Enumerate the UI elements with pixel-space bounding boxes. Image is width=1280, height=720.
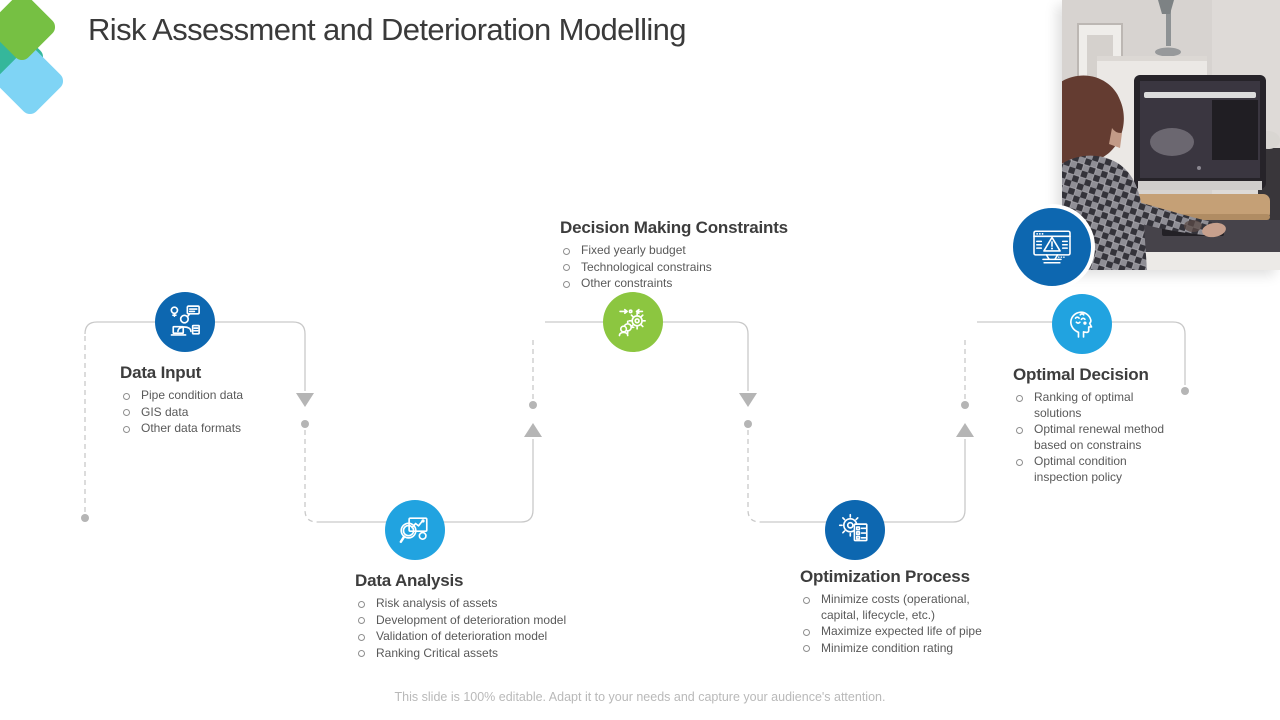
desk-lamp bbox=[1155, 0, 1181, 57]
gear-checklist-icon bbox=[838, 513, 868, 542]
monitor bbox=[1134, 75, 1266, 190]
connector-dot bbox=[1181, 387, 1189, 395]
page-title: Risk Assessment and Deterioration Modell… bbox=[88, 12, 687, 47]
stage-bullets: Minimize costs (operational, capital, li… bbox=[800, 592, 995, 656]
connector-dashed-3 bbox=[747, 430, 761, 523]
office-photo bbox=[1062, 0, 1280, 270]
connector-dot bbox=[961, 401, 969, 409]
head-gears-icon bbox=[1070, 311, 1093, 338]
stage-optimal-decision: Optimal Decision Ranking of optimal solu… bbox=[1013, 365, 1173, 486]
bullet-item: Optimal renewal method based on constrai… bbox=[1013, 422, 1173, 453]
stage-circle-decision-constraints bbox=[603, 292, 663, 352]
connector-dot bbox=[81, 514, 89, 522]
arrow-up-2 bbox=[956, 423, 974, 437]
connector-dot bbox=[529, 401, 537, 409]
cabinet-top bbox=[1097, 56, 1207, 61]
bullet-item: Minimize condition rating bbox=[800, 641, 995, 657]
stage-circle-data-analysis bbox=[385, 500, 445, 560]
logo bbox=[0, 0, 90, 120]
stage-circle-optimal-decision bbox=[1052, 294, 1112, 354]
stage-decision-constraints: Decision Making Constraints Fixed yearly… bbox=[560, 218, 800, 293]
bullet-item: Ranking of optimal solutions bbox=[1013, 390, 1173, 421]
bullet-item: Minimize costs (operational, capital, li… bbox=[800, 592, 995, 623]
connector-dashed-1 bbox=[304, 430, 318, 523]
stage-title: Decision Making Constraints bbox=[560, 218, 788, 237]
stage-optimization: Optimization Process Minimize costs (ope… bbox=[800, 567, 995, 657]
bullet-item: Other data formats bbox=[120, 421, 320, 437]
bullet-item: Validation of deterioration model bbox=[355, 629, 605, 645]
bullet-item: Other constraints bbox=[560, 276, 800, 292]
bullet-item: Maximize expected life of pipe bbox=[800, 624, 995, 640]
bullet-item: Development of deterioration model bbox=[355, 613, 605, 629]
stage-title: Optimal Decision bbox=[1013, 365, 1149, 384]
footer-note: This slide is 100% editable. Adapt it to… bbox=[394, 690, 886, 704]
monitor-warning-icon bbox=[1033, 230, 1071, 264]
stage-title: Data Input bbox=[120, 363, 202, 382]
alert-badge bbox=[1009, 204, 1095, 290]
bullet-item: Risk analysis of assets bbox=[355, 596, 605, 612]
arrow-up-1 bbox=[524, 423, 542, 437]
stage-title: Optimization Process bbox=[800, 567, 970, 586]
stage-circle-optimization bbox=[825, 500, 885, 560]
bullet-item: Fixed yearly budget bbox=[560, 243, 800, 259]
bullet-item: Optimal condition inspection policy bbox=[1013, 454, 1173, 485]
stage-title: Data Analysis bbox=[355, 571, 464, 590]
bullet-item: Pipe condition data bbox=[120, 388, 320, 404]
connector-dot bbox=[744, 420, 752, 428]
magnifier-chart-icon bbox=[399, 517, 428, 543]
gears-process-icon bbox=[618, 308, 646, 337]
person-computer-icon bbox=[170, 305, 200, 336]
stage-circle-data-input bbox=[155, 292, 215, 352]
bullet-item: Ranking Critical assets bbox=[355, 646, 605, 662]
arrow-down-2 bbox=[739, 393, 757, 407]
bullet-item: Technological constrains bbox=[560, 260, 800, 276]
bullet-item: GIS data bbox=[120, 405, 320, 421]
